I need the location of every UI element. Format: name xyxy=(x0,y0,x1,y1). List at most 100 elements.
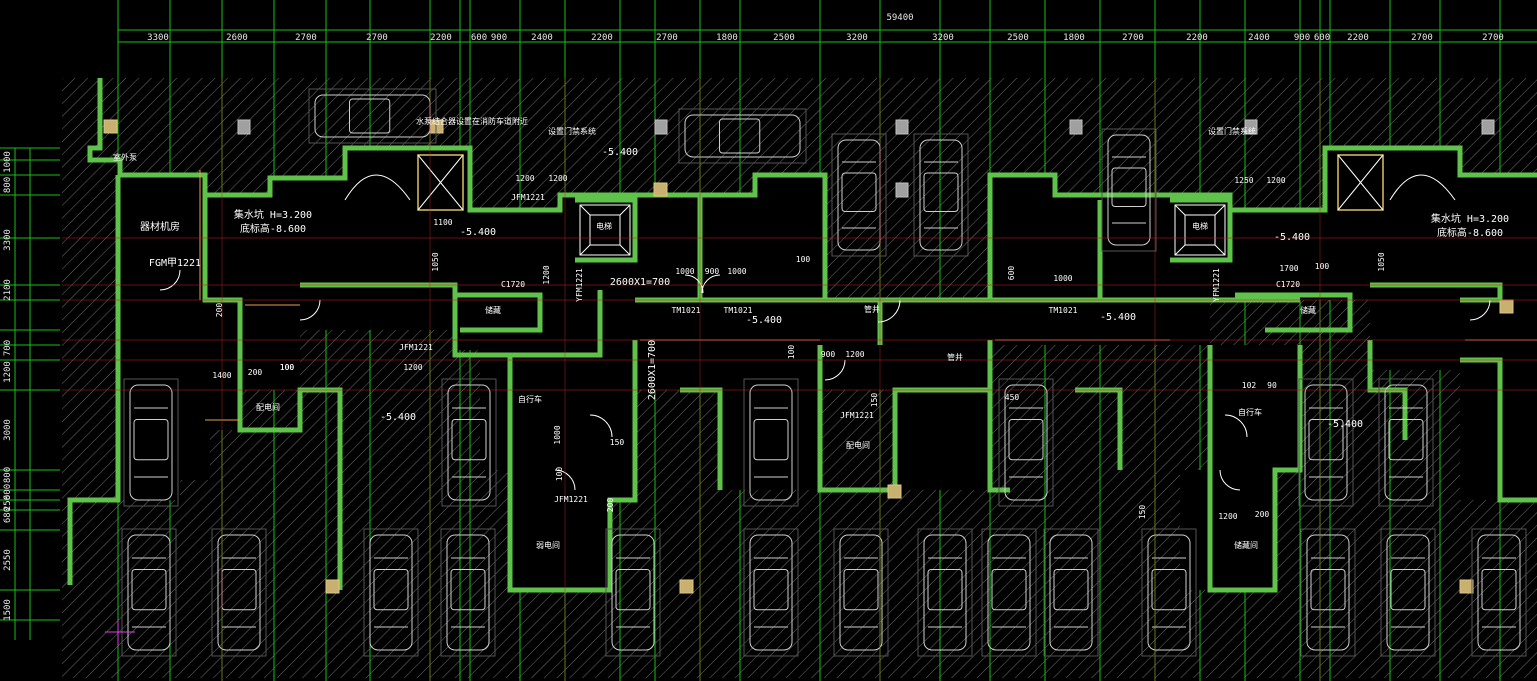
car-21 xyxy=(913,133,969,257)
left-dim-3: 2100 xyxy=(3,279,13,301)
door-code-6: JFM1221 xyxy=(399,343,433,352)
room-label-electric-2: 配电间 xyxy=(846,440,870,450)
car-22 xyxy=(1101,128,1157,252)
columns xyxy=(103,119,1514,594)
car-1 xyxy=(441,378,497,507)
small-dim-12: 1200 xyxy=(1266,176,1285,185)
column-gold-7 xyxy=(1499,299,1514,314)
door-swings xyxy=(159,269,1491,491)
small-dim-6: 900 xyxy=(705,267,720,276)
door-code-4: YFM1221 xyxy=(575,268,584,302)
room-label-pipe-2: 管井 xyxy=(947,352,963,362)
red-reference-lines xyxy=(62,78,1537,681)
small-dim-14: 100 xyxy=(1315,262,1330,271)
car-10 xyxy=(605,528,661,657)
top-dim-21: 2200 xyxy=(1347,33,1369,43)
small-dim-31: 90 xyxy=(1267,381,1277,390)
ucs-crosshair xyxy=(105,620,135,645)
small-dim-3: 1200 xyxy=(542,265,551,284)
left-dim-11: 2550 xyxy=(3,549,13,571)
top-dim-6: 900 xyxy=(491,33,507,43)
small-dim-26: 150 xyxy=(610,438,625,447)
column-gray-4 xyxy=(654,119,668,135)
small-dim-18: 1400 xyxy=(212,371,231,380)
column-gray-2 xyxy=(1244,119,1258,135)
column-gray-1 xyxy=(1069,119,1083,135)
car-5 xyxy=(1378,378,1434,507)
room-label-equip-room: 器材机房 xyxy=(140,220,180,233)
top-dim-3: 2700 xyxy=(366,33,388,43)
room-label-elev-f: -5.400 xyxy=(1274,232,1310,243)
top-dim-7: 2400 xyxy=(531,33,553,43)
top-dim-10: 1800 xyxy=(716,33,738,43)
top-dim-22: 2700 xyxy=(1411,33,1433,43)
room-label-door-note-1: 设置门禁系统 xyxy=(548,126,596,136)
small-dim-28: 100 xyxy=(787,345,796,360)
door-code-5: YFM1221 xyxy=(1212,268,1221,302)
small-dim-21: 1200 xyxy=(403,363,422,372)
left-dim-4: 700 xyxy=(3,340,13,356)
top-dim-8: 2200 xyxy=(591,33,613,43)
room-label-storage: 储藏 xyxy=(485,305,501,315)
car-20 xyxy=(831,133,887,257)
room-label-sump-right: 集水坑 H=3.200 xyxy=(1431,212,1509,225)
room-label-elev-d: -5.400 xyxy=(746,315,782,326)
door-code-2: TM1021 xyxy=(724,306,753,315)
left-dim-6: 3000 xyxy=(3,419,13,441)
car-15 xyxy=(1043,528,1099,657)
car-13 xyxy=(917,528,973,657)
stair-arches xyxy=(344,174,1456,201)
room-label-lift-2: 电梯 xyxy=(1192,221,1208,231)
room-label-sump-left: 集水坑 H=3.200 xyxy=(234,208,312,221)
room-label-pump-room: 室外泵 xyxy=(113,152,137,162)
room-label-electric: 配电间 xyxy=(256,402,280,412)
room-label-stair-1: 2600X1=700 xyxy=(610,277,670,288)
small-dim-33: 200 xyxy=(1255,510,1270,519)
small-dim-0: 1200 xyxy=(515,174,534,183)
room-label-elev-c: -5.400 xyxy=(380,412,416,423)
column-gold-4 xyxy=(679,579,694,594)
small-dim-7: 1000 xyxy=(727,267,746,276)
column-gold-0 xyxy=(103,119,118,134)
left-dim-10: 680 xyxy=(3,507,13,523)
car-19 xyxy=(1471,528,1527,657)
car-6 xyxy=(121,528,177,657)
car-8 xyxy=(363,528,419,657)
small-dim-8: 100 xyxy=(796,255,811,264)
car-h2 xyxy=(678,108,807,164)
top-dim-23: 2700 xyxy=(1482,33,1504,43)
column-gold-2 xyxy=(887,484,902,499)
top-dim-0: 3300 xyxy=(147,33,169,43)
room-label-storage-2: 储藏 xyxy=(1300,305,1316,315)
room-label-elev-b: -5.400 xyxy=(460,227,496,238)
room-label-sump-left-b: 底标高-8.600 xyxy=(240,222,306,235)
small-dim-27: 450 xyxy=(1005,393,1020,402)
left-dim-8: 600 xyxy=(3,484,13,500)
small-dim-5: 1000 xyxy=(675,267,694,276)
top-dim-11: 2500 xyxy=(773,33,795,43)
small-dim-30: 102 xyxy=(1242,381,1257,390)
door-code-1: TM1021 xyxy=(672,306,701,315)
car-16 xyxy=(1141,528,1197,657)
small-dim-17: 100 xyxy=(280,363,295,372)
door-code-3: TM1021 xyxy=(1049,306,1078,315)
small-dim-19: 200 xyxy=(248,368,263,377)
small-dim-35: 150 xyxy=(1138,505,1147,520)
room-label-storage-3: 储藏间 xyxy=(1234,540,1258,550)
small-dim-34: 100 xyxy=(555,467,564,482)
small-dim-32: 1200 xyxy=(1218,512,1237,521)
door-code-9: C1720 xyxy=(501,280,525,289)
small-dim-20: 100 xyxy=(280,363,295,372)
fire-elevator-right xyxy=(1337,154,1384,211)
small-dim-15: 1050 xyxy=(1377,252,1386,271)
small-dim-29: 200 xyxy=(606,498,615,513)
car-0 xyxy=(123,378,179,507)
car-14 xyxy=(981,528,1037,657)
small-dim-24: 150 xyxy=(870,393,879,408)
column-gray-5 xyxy=(895,119,909,135)
elevator-left xyxy=(579,204,631,256)
door-code-8: JFM1221 xyxy=(554,495,588,504)
